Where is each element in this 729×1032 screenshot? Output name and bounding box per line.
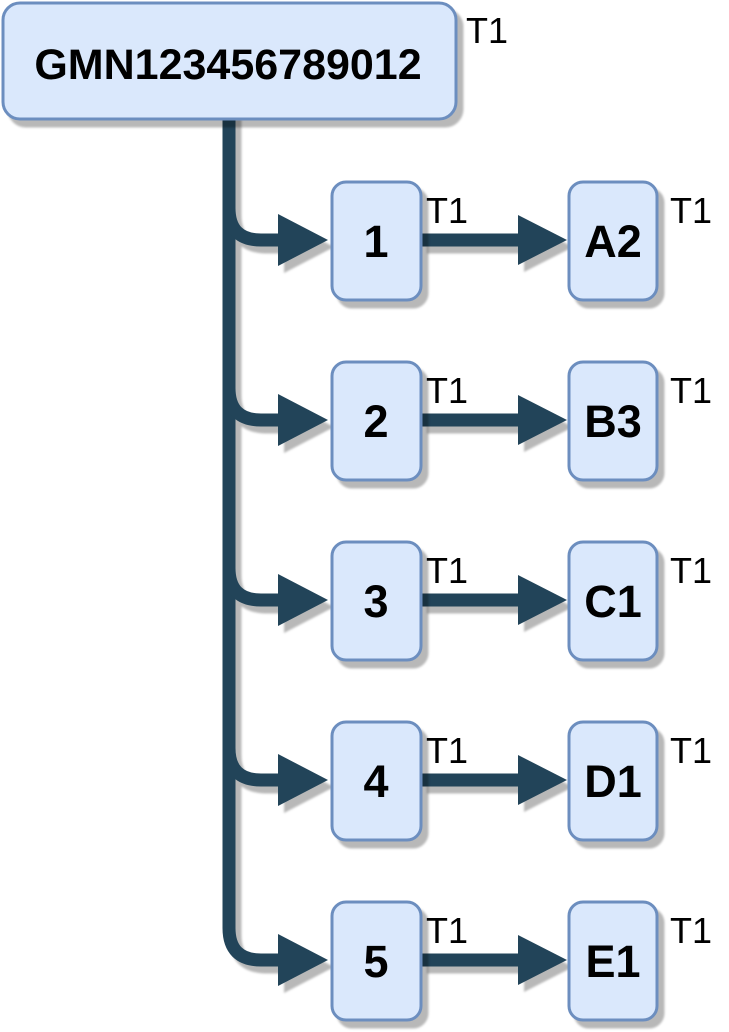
- branch-row-4: 4 T1 D1 T1: [330, 720, 712, 842]
- seq-node-label-1: 1: [363, 216, 388, 267]
- seq-node-tag-3: T1: [426, 550, 468, 591]
- trunk-line: [222, 112, 286, 967]
- seq-node-label-3: 3: [363, 576, 388, 627]
- variant-node-label-5: E1: [585, 936, 640, 987]
- variant-node-tag-3: T1: [670, 550, 712, 591]
- branch-row-5: 5 T1 E1 T1: [330, 900, 712, 1022]
- seq-node-tag-4: T1: [426, 730, 468, 771]
- seq-node-tag-5: T1: [426, 910, 468, 951]
- seq-node-box-2: [330, 360, 423, 482]
- seq-node-label-4: 4: [363, 756, 388, 807]
- root-node-tag: T1: [466, 10, 508, 51]
- variant-node-label-2: B3: [584, 396, 642, 447]
- variant-node-tag-4: T1: [670, 730, 712, 771]
- seq-node-box-1: [330, 180, 423, 302]
- branch-row-2: 2 T1 B3 T1: [330, 360, 712, 482]
- variant-node-tag-5: T1: [670, 910, 712, 951]
- variant-node-box-4: [567, 720, 659, 842]
- link-arrowhead-icon-2: [518, 395, 567, 445]
- branch-line-4: [222, 747, 286, 787]
- branch-arrowhead-icon-5: [278, 934, 328, 986]
- branch-line-3: [222, 567, 286, 607]
- variant-node-tag-2: T1: [670, 370, 712, 411]
- branch-line-1: [222, 207, 286, 247]
- root-node: GMN123456789012 T1: [1, 1, 508, 121]
- variant-node-tag-1: T1: [670, 190, 712, 231]
- variant-node-box-5: [567, 900, 659, 1022]
- connector-lines: [222, 112, 567, 986]
- variant-node-label-4: D1: [584, 756, 642, 807]
- seq-node-box-4: [330, 720, 423, 842]
- branch-line-2: [222, 387, 286, 427]
- seq-node-tag-2: T1: [426, 370, 468, 411]
- link-arrowhead-icon-4: [518, 755, 567, 805]
- seq-node-label-5: 5: [363, 936, 388, 987]
- root-node-label: GMN123456789012: [34, 41, 421, 89]
- branch-row-3: 3 T1 C1 T1: [330, 540, 712, 662]
- variant-node-box-2: [567, 360, 659, 482]
- seq-node-box-3: [330, 540, 423, 662]
- variant-node-box-1: [567, 180, 659, 302]
- branch-arrowhead-icon-1: [278, 214, 328, 266]
- branch-row-1: 1 T1 A2 T1: [330, 180, 712, 302]
- branch-arrowhead-icon-2: [278, 394, 328, 446]
- link-arrowhead-icon-1: [518, 215, 567, 265]
- variant-node-label-1: A2: [584, 216, 642, 267]
- seq-node-box-5: [330, 900, 423, 1022]
- variant-node-box-3: [567, 540, 659, 662]
- link-arrowhead-icon-5: [518, 935, 567, 985]
- branch-arrowhead-icon-3: [278, 574, 328, 626]
- seq-node-label-2: 2: [363, 396, 388, 447]
- root-node-box: [1, 1, 458, 121]
- link-arrowhead-icon-3: [518, 575, 567, 625]
- seq-node-tag-1: T1: [426, 190, 468, 231]
- variant-node-label-3: C1: [584, 576, 642, 627]
- branch-arrowhead-icon-4: [278, 754, 328, 806]
